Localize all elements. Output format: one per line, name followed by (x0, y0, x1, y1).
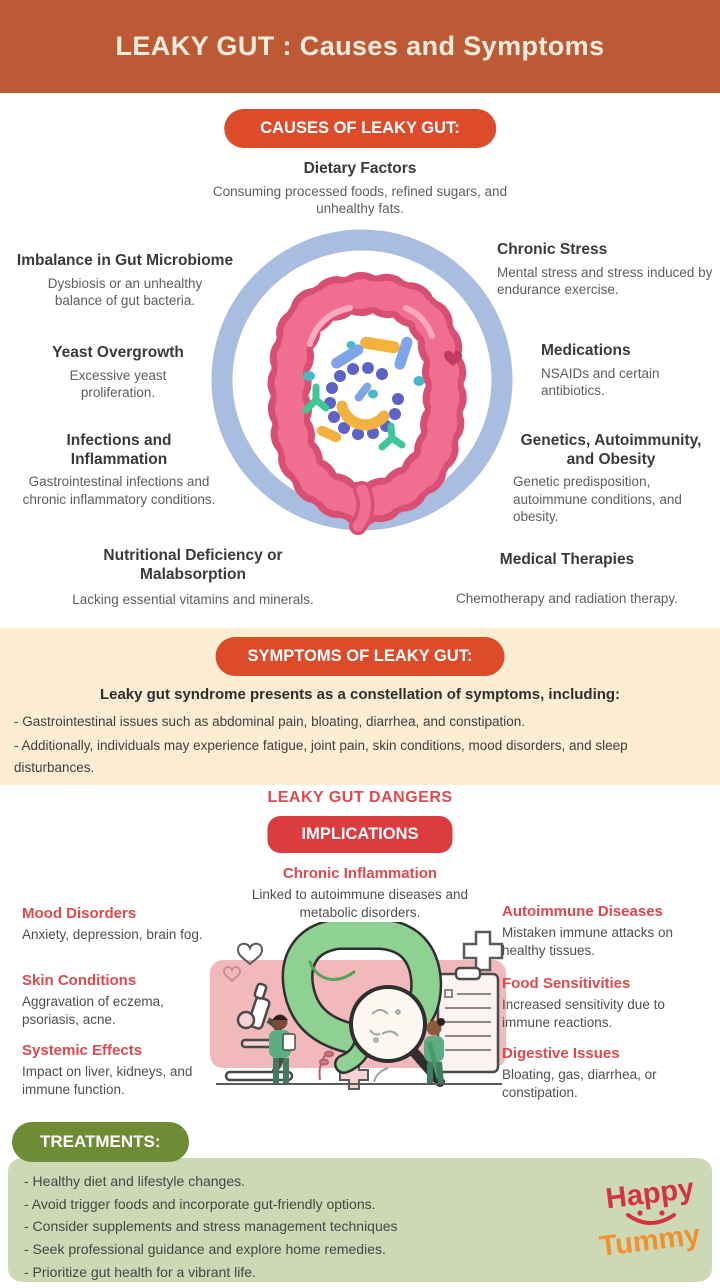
cause-desc: Mental stress and stress induced by endu… (497, 264, 713, 298)
medical-cross-icon (462, 930, 504, 972)
smile-icon (626, 1210, 676, 1225)
gut-analysis-illustration (210, 922, 506, 1090)
cause-imbalance-gut-microbiome: Imbalance in Gut Microbiome Dysbiosis or… (5, 252, 245, 310)
implication-desc: Aggravation of eczema, psoriasis, acne. (22, 994, 164, 1027)
implication-title: Systemic Effects (22, 1042, 143, 1059)
implication-title: Autoimmune Diseases (502, 903, 663, 920)
symptoms-bullets: - Gastrointestinal issues such as abdomi… (14, 711, 708, 781)
implications-pill: IMPLICATIONS (267, 816, 453, 853)
cause-title: Dietary Factors (303, 160, 417, 177)
cause-desc: Dysbiosis or an unhealthy balance of gut… (47, 275, 203, 309)
cause-medications: Medications NSAIDs and certain antibioti… (541, 342, 706, 400)
implication-desc: Anxiety, depression, brain fog. (22, 927, 203, 942)
cause-chronic-stress: Chronic Stress Mental stress and stress … (497, 241, 715, 299)
cause-desc: Consuming processed foods, refined sugar… (212, 183, 508, 217)
treatment-bullet: - Healthy diet and lifestyle changes. (24, 1173, 246, 1189)
cause-title: Infections and Inflammation (66, 432, 172, 468)
implication-desc: Bloating, gas, diarrhea, or constipation… (502, 1067, 657, 1100)
gut-circle-illustration (211, 229, 513, 535)
implication-title: Skin Conditions (22, 972, 137, 989)
implication-autoimmune-diseases: Autoimmune Diseases Mistaken immune atta… (502, 903, 707, 960)
bead-chain-microbe (324, 362, 404, 440)
y-microbes (302, 383, 406, 451)
person-right (424, 1018, 445, 1085)
cause-infections-inflammation: Infections and Inflammation Gastrointest… (8, 432, 230, 508)
happy-tummy-logo: Happy Tummy (586, 1173, 714, 1263)
cause-genetics-autoimmunity-obesity: Genetics, Autoimmunity, and Obesity Gene… (505, 432, 717, 526)
cause-title: Genetics, Autoimmunity, and Obesity (520, 432, 702, 468)
cause-title: Medications (541, 342, 631, 359)
cause-nutritional-deficiency: Nutritional Deficiency or Malabsorption … (28, 547, 358, 609)
implication-desc: Impact on liver, kidneys, and immune fun… (22, 1064, 193, 1097)
heart-outline-icons (222, 942, 264, 983)
symptoms-lead: Leaky gut syndrome presents as a constel… (99, 686, 621, 703)
person-left (269, 1014, 296, 1083)
cause-yeast-overgrowth: Yeast Overgrowth Excessive yeast prolife… (18, 344, 218, 402)
treatments-panel (8, 1158, 712, 1282)
implication-title: Digestive Issues (502, 1045, 620, 1062)
cause-title: Medical Therapies (499, 551, 635, 568)
implication-desc: Increased sensitivity due to immune reac… (502, 997, 665, 1030)
treatment-bullet: - Seek professional guidance and explore… (24, 1241, 386, 1258)
cause-title: Imbalance in Gut Microbiome (16, 252, 234, 269)
implication-systemic-effects: Systemic Effects Impact on liver, kidney… (22, 1042, 207, 1099)
cause-dietary-factors: Dietary Factors Consuming processed food… (190, 160, 530, 218)
large-intestine (267, 271, 467, 535)
rod-microbes (316, 336, 413, 443)
cause-desc: Genetic predisposition, autoimmune condi… (513, 474, 682, 525)
heart-icon (444, 350, 462, 366)
header-banner: LEAKY GUT : Causes and Symptoms (0, 0, 720, 93)
page-title: LEAKY GUT : Causes and Symptoms (115, 31, 605, 61)
microbes (302, 336, 425, 451)
cause-desc: Lacking essential vitamins and minerals. (72, 592, 314, 608)
cause-medical-therapies: Medical Therapies Chemotherapy and radia… (428, 551, 706, 607)
treatments-pill: TREATMENTS: (12, 1122, 189, 1162)
implication-skin-conditions: Skin Conditions Aggravation of eczema, p… (22, 972, 207, 1029)
cause-desc: Chemotherapy and radiation therapy. (456, 590, 678, 606)
symptoms-section-pill: SYMPTOMS OF LEAKY GUT: (215, 637, 505, 676)
treatment-bullet: - Avoid trigger foods and incorporate gu… (24, 1195, 376, 1212)
cause-title: Chronic Stress (497, 241, 608, 258)
treatment-bullet: - Prioritize gut health for a vibrant li… (24, 1263, 256, 1280)
implication-mood-disorders: Mood Disorders Anxiety, depression, brai… (22, 905, 207, 944)
cause-title: Yeast Overgrowth (52, 344, 184, 361)
cause-desc: NSAIDs and certain antibiotics. (541, 365, 660, 399)
cause-desc: Gastrointestinal infections and chronic … (22, 474, 216, 507)
implication-title: Chronic Inflammation (282, 865, 438, 882)
symptom-bullet: - Gastrointestinal issues such as abdomi… (14, 714, 526, 729)
clipboard-icon (436, 966, 500, 1074)
causes-section-pill: CAUSES OF LEAKY GUT: (224, 109, 496, 148)
implication-desc: Mistaken immune attacks on healthy tissu… (502, 925, 674, 958)
implication-food-sensitivities: Food Sensitivities Increased sensitivity… (502, 975, 707, 1032)
implication-title: Food Sensitivities (502, 975, 631, 992)
dot-microbes (303, 341, 425, 399)
cause-title: Nutritional Deficiency or Malabsorption (103, 547, 283, 583)
implication-title: Mood Disorders (22, 905, 137, 922)
symptom-bullet: - Additionally, individuals may experien… (14, 737, 628, 775)
implication-chronic-inflammation: Chronic Inflammation Linked to autoimmun… (200, 865, 520, 922)
implication-desc: Linked to autoimmune diseases and metabo… (251, 887, 469, 920)
treatments-bullets: - Healthy diet and lifestyle changes. - … (24, 1170, 564, 1283)
treatment-bullet: - Consider supplements and stress manage… (24, 1218, 398, 1235)
cause-desc: Excessive yeast proliferation. (69, 367, 167, 401)
implication-digestive-issues: Digestive Issues Bloating, gas, diarrhea… (502, 1045, 707, 1102)
plant-sprig (318, 1050, 389, 1083)
dangers-title: LEAKY GUT DANGERS (267, 789, 453, 806)
